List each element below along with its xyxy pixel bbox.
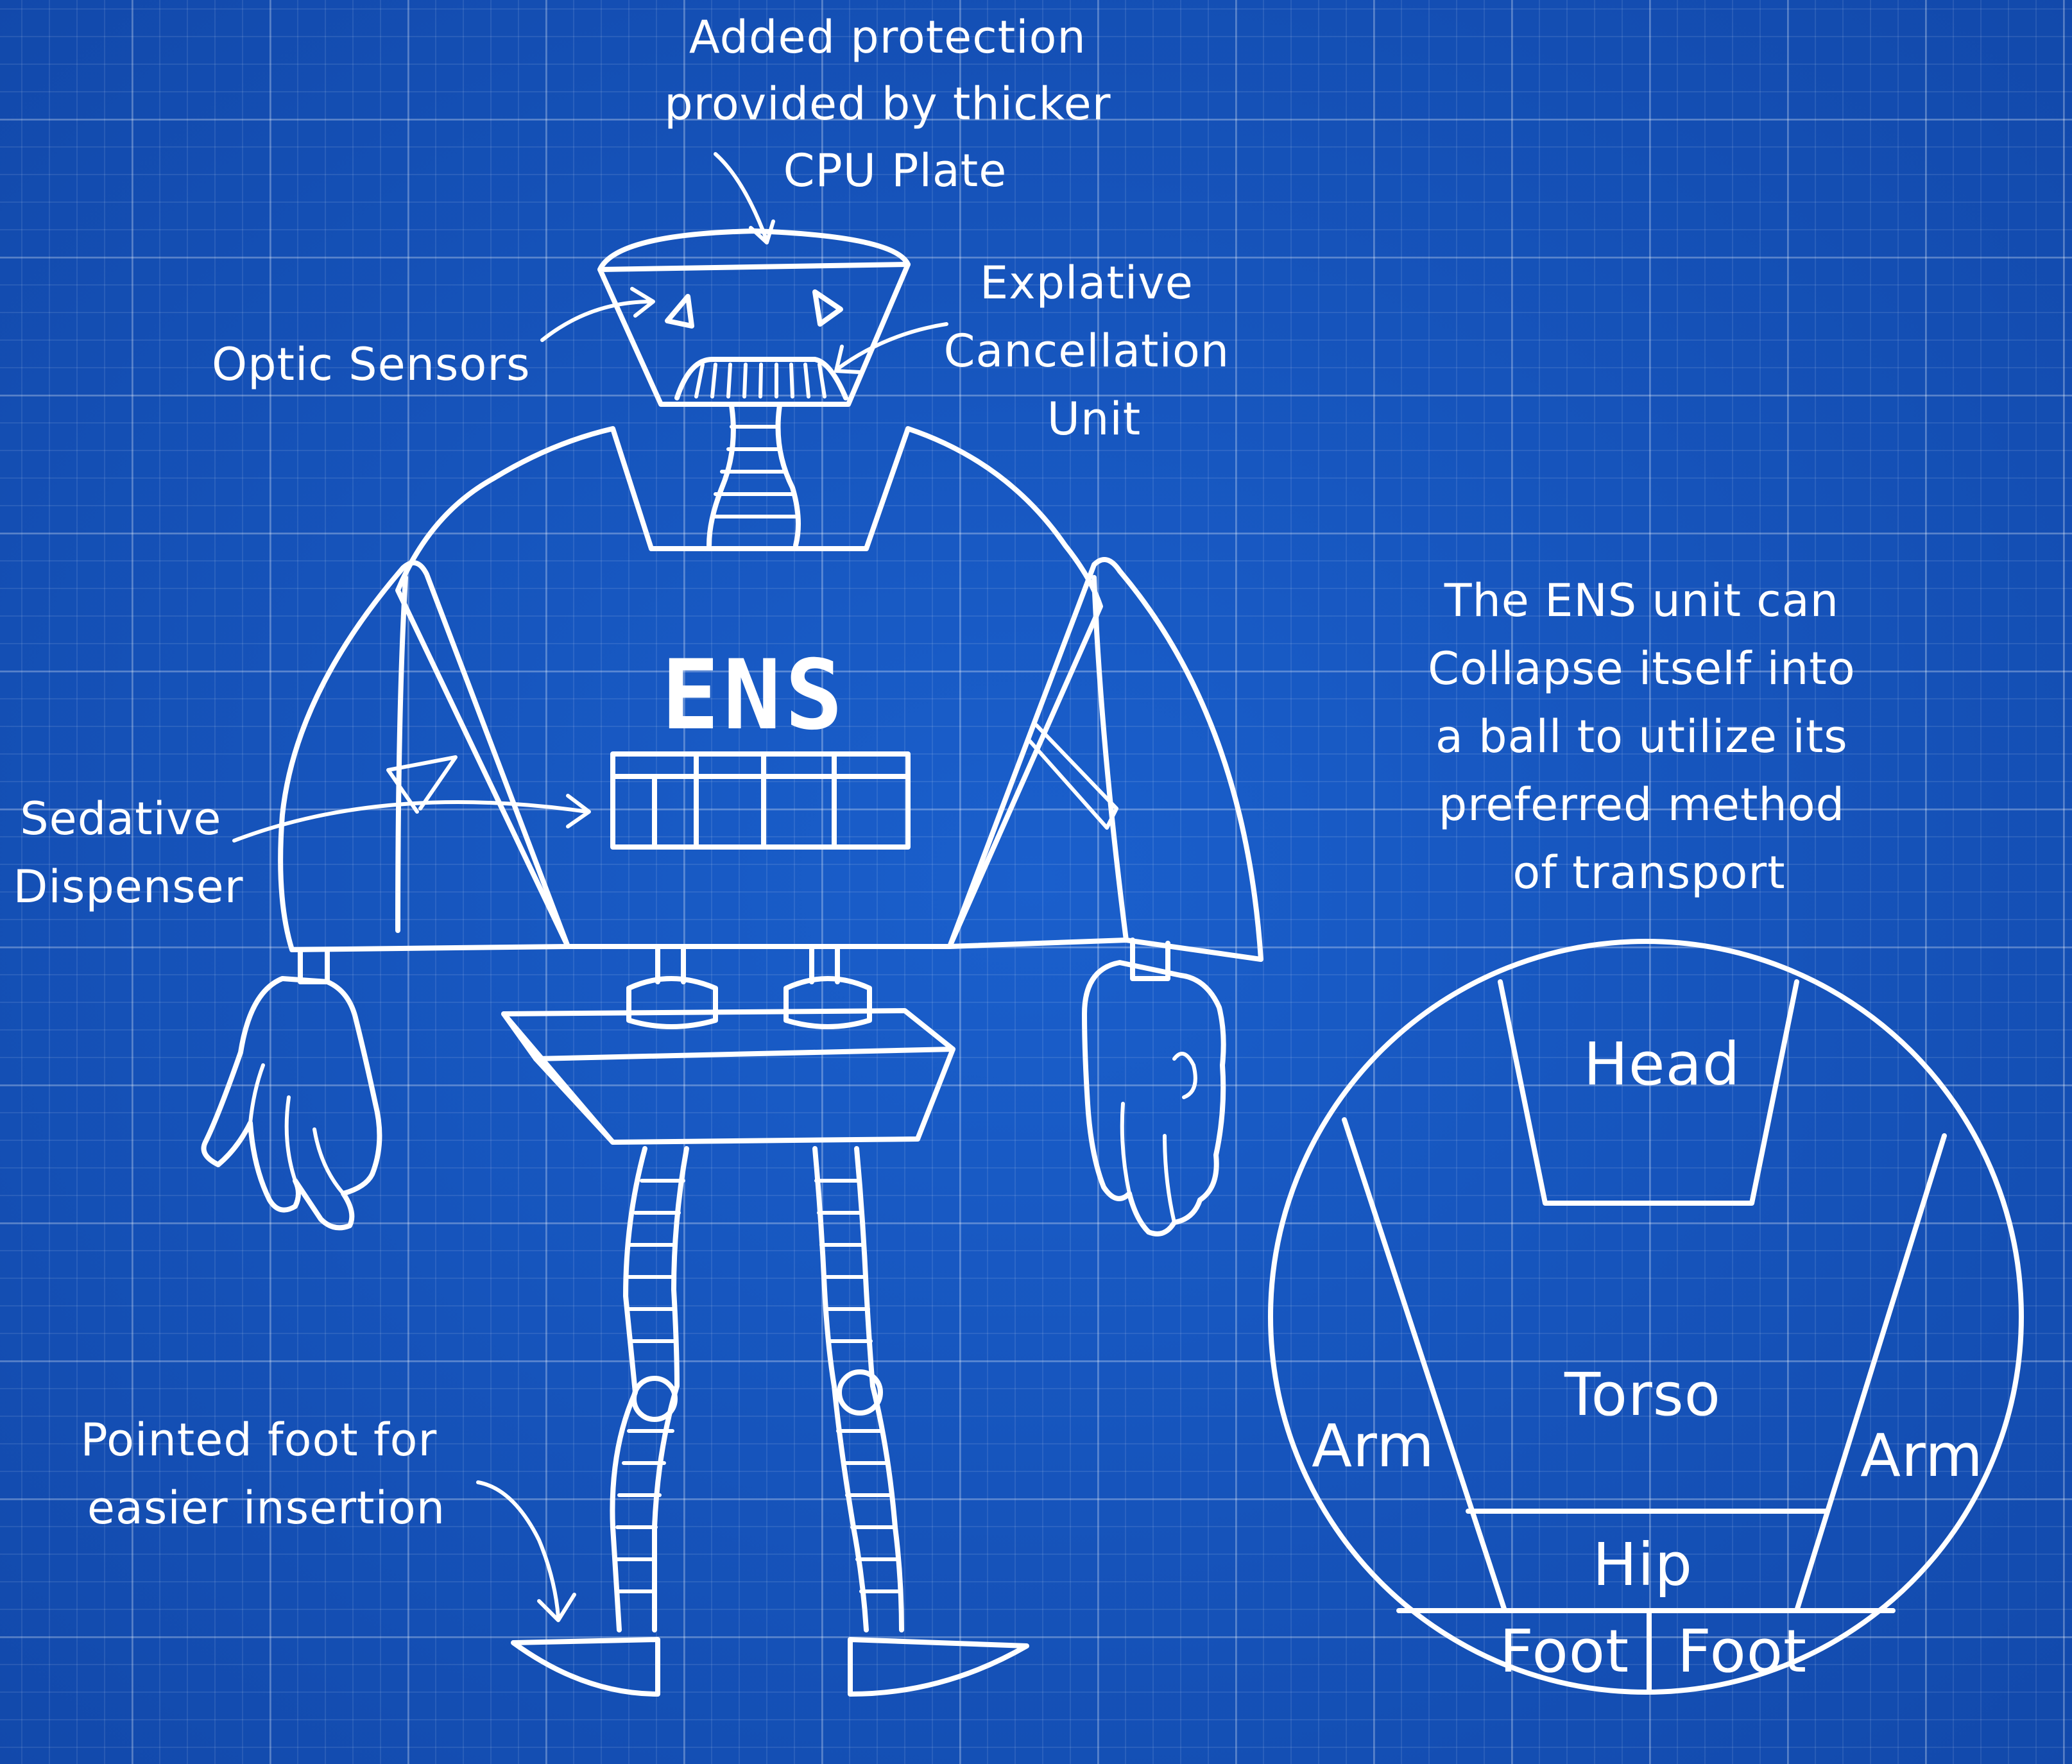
robot-right-leg [812, 1146, 904, 1632]
ball-right-arm-label: Arm [1860, 1421, 1983, 1490]
annotation-arrows [232, 152, 948, 1622]
robot-pelvis [501, 1008, 955, 1145]
ball-head-segment [1498, 979, 1799, 1206]
ball-left-arm-divider [1342, 1117, 1507, 1613]
robot-hip-connectors [626, 944, 872, 1029]
ball-right-arm-divider [1794, 1133, 1947, 1613]
optic-sensors-label: Optic Sensors [212, 338, 531, 391]
ball-outline [1268, 939, 2024, 1695]
cpu-plate-label: Added protection provided by thicker CPU… [664, 11, 1126, 197]
robot-left-hand [201, 976, 382, 1231]
explative-cancellation-grill [674, 357, 848, 400]
robot-figure: ENS [201, 228, 1263, 1697]
robot-right-arm [947, 557, 1263, 981]
ball-collapse-diagram: Head Torso Arm Arm Hip Foot Foot [1268, 939, 2024, 1695]
robot-feet [511, 1637, 1029, 1697]
sedative-dispenser-arrow [232, 794, 591, 843]
right-optic-sensor [812, 289, 843, 327]
ball-hip-label: Hip [1593, 1530, 1693, 1599]
sedative-dispenser-label: Sedative Dispenser [13, 792, 244, 913]
annotation-labels: Added protection provided by thicker CPU… [13, 11, 1871, 1534]
ball-right-foot-label: Foot [1677, 1617, 1807, 1686]
ball-left-foot-label: Foot [1500, 1617, 1629, 1686]
optic-sensors-arrow [540, 287, 655, 342]
pointed-foot-arrow [476, 1480, 576, 1622]
robot-left-arm [278, 560, 570, 984]
robot-left-leg [610, 1146, 689, 1632]
ball-torso-label: Torso [1564, 1360, 1721, 1429]
cpu-plate-arrow [714, 152, 775, 244]
left-optic-sensor [665, 294, 694, 329]
sedative-dispenser-panel [610, 751, 911, 850]
chest-ens-label: ENS [662, 640, 847, 751]
ball-head-label: Head [1584, 1030, 1741, 1099]
robot-right-hand [1082, 960, 1226, 1237]
right-pointed-foot [848, 1637, 1029, 1697]
robot-head [597, 228, 911, 407]
left-pointed-foot [511, 1637, 660, 1697]
ball-left-arm-label: Arm [1312, 1412, 1435, 1480]
explative-cancellation-label: Explative Cancellation Unit [944, 257, 1245, 445]
explative-arrow [834, 322, 948, 374]
pointed-foot-label: Pointed foot for easier insertion [80, 1414, 452, 1534]
collapse-note-label: The ENS unit can Collapse itself into a … [1428, 574, 1871, 899]
robot-torso: ENS [395, 426, 1103, 949]
robot-neck [706, 403, 801, 548]
